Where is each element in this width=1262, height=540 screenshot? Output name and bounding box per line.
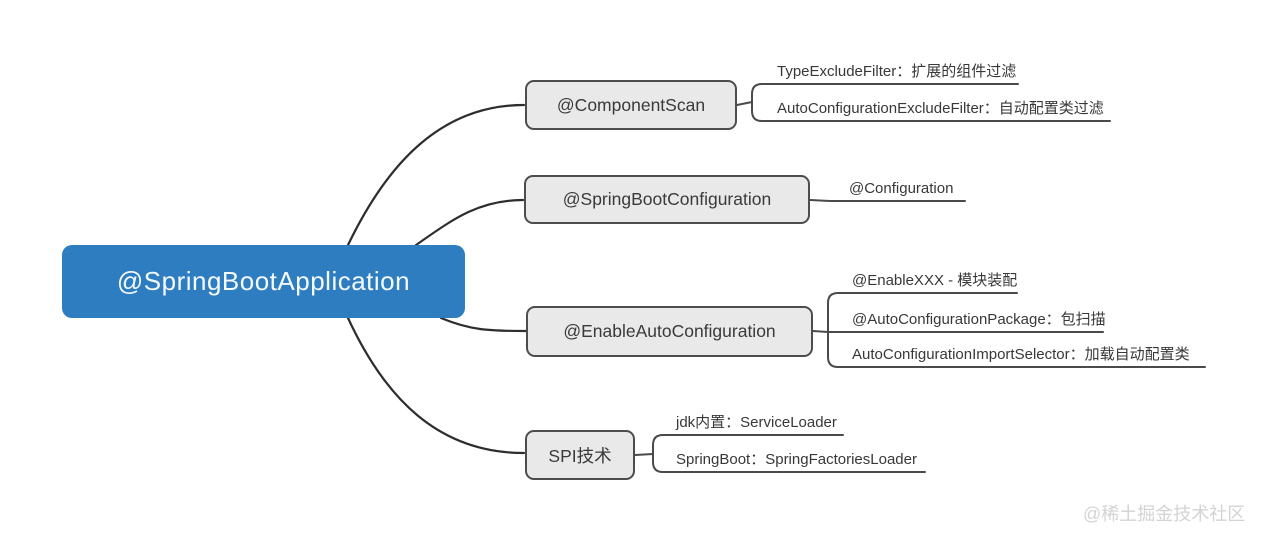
leaf-autoconfigurationexcludefilter[interactable]: AutoConfigurationExcludeFilter：自动配置类过滤	[777, 100, 1104, 117]
juejin-watermark: @稀土掘金技术社区	[1083, 504, 1246, 524]
leaf-enablexxx[interactable]: @EnableXXX - 模块装配	[852, 272, 1018, 289]
branch-node-componentscan[interactable]: @ComponentScan	[525, 80, 737, 130]
leaf-autoconfigurationpackage[interactable]: @AutoConfigurationPackage：包扫描	[852, 311, 1106, 328]
root-node-springbootapplication[interactable]: @SpringBootApplication	[62, 245, 465, 318]
leaf-configuration[interactable]: @Configuration	[849, 180, 954, 197]
leaf-springfactoriesloader[interactable]: SpringBoot：SpringFactoriesLoader	[676, 451, 917, 468]
leaf-brackets-underlines	[634, 83, 1206, 473]
leaf-typeexcludefilter[interactable]: TypeExcludeFilter：扩展的组件过滤	[777, 63, 1017, 80]
leaf-jdk-serviceloader[interactable]: jdk内置：ServiceLoader	[676, 414, 837, 431]
branch-node-enableautoconfiguration[interactable]: @EnableAutoConfiguration	[526, 306, 813, 357]
branch-node-springbootconfiguration[interactable]: @SpringBootConfiguration	[524, 175, 810, 224]
leaf-autoconfigurationimportselector[interactable]: AutoConfigurationImportSelector：加载自动配置类	[852, 346, 1190, 363]
root-branch-curves	[346, 103, 528, 455]
branch-node-spi[interactable]: SPI技术	[525, 430, 635, 480]
